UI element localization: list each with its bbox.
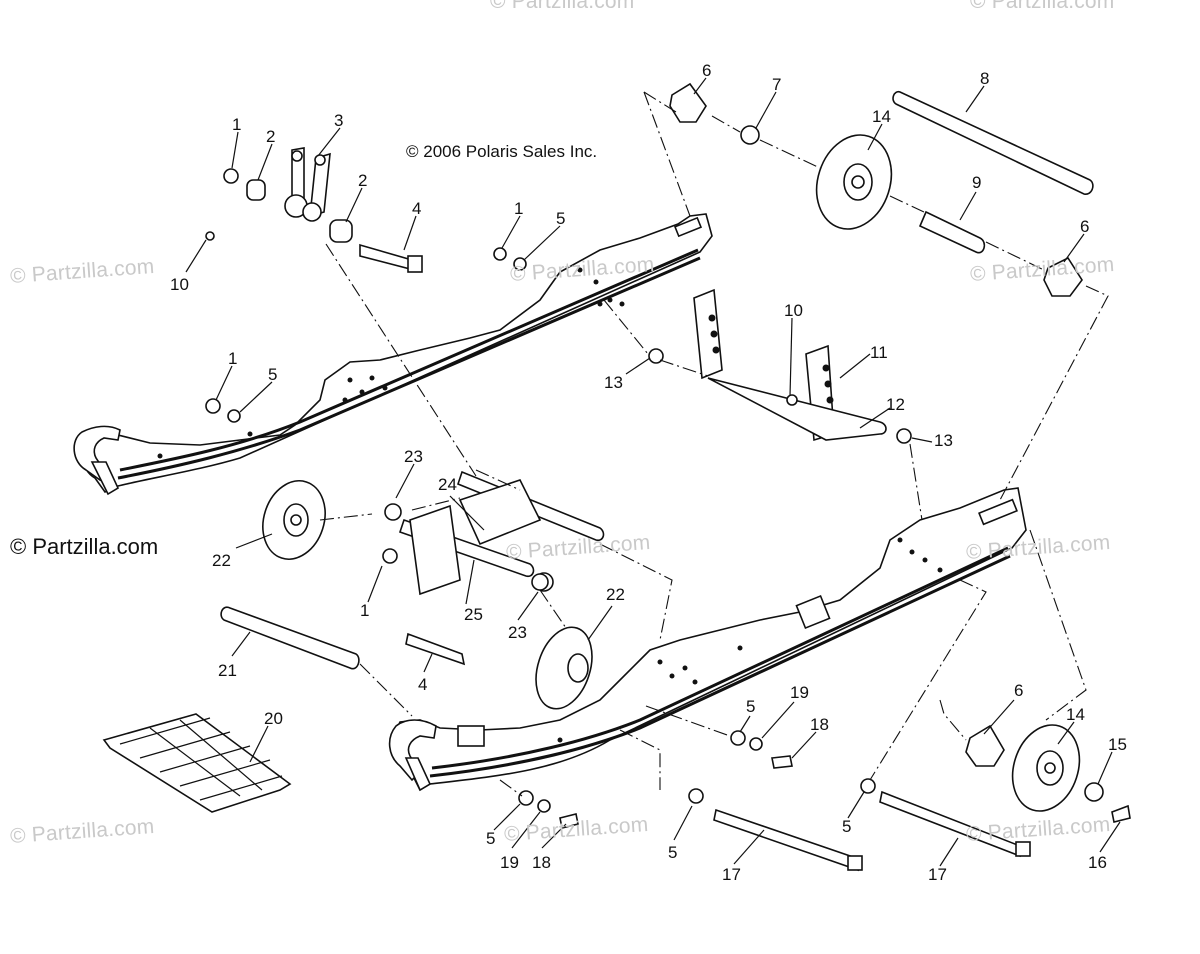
- callout-4: 4: [412, 199, 421, 218]
- shock-mount-axle: [648, 288, 912, 444]
- watermark-text: © Partzilla.com: [970, 0, 1115, 13]
- callout-5: 5: [668, 843, 677, 862]
- rear-axle-group: [669, 82, 1094, 297]
- left-slide-rail: [73, 213, 713, 496]
- copyright-notice: © 2006 Polaris Sales Inc.: [406, 142, 598, 161]
- callout-2: 2: [358, 171, 367, 190]
- callout-13: 13: [604, 373, 623, 392]
- callout-20: 20: [264, 709, 283, 728]
- site-label: © Partzilla.com: [10, 534, 159, 559]
- callout-7: 7: [772, 75, 781, 94]
- callout-18: 18: [810, 715, 829, 734]
- watermark-text: © Partzilla.com: [490, 0, 635, 13]
- callout-2: 2: [266, 127, 275, 146]
- callout-4: 4: [418, 675, 427, 694]
- bushings-nuts-top-left: [205, 168, 527, 423]
- callout-1: 1: [514, 199, 523, 218]
- callout-19: 19: [790, 683, 809, 702]
- callout-6: 6: [1080, 217, 1089, 236]
- callout-14: 14: [872, 107, 891, 126]
- callout-21: 21: [218, 661, 237, 680]
- callout-13: 13: [934, 431, 953, 450]
- callout-6: 6: [702, 61, 711, 80]
- right-slide-rail: [388, 487, 1027, 792]
- assembly-lines: [319, 91, 1109, 797]
- callout-1: 1: [228, 349, 237, 368]
- callout-23: 23: [508, 623, 527, 642]
- lower-hardware: [518, 573, 1131, 829]
- callout-5: 5: [556, 209, 565, 228]
- callout-5: 5: [746, 697, 755, 716]
- callout-19: 19: [500, 853, 519, 872]
- callout-1: 1: [232, 115, 241, 134]
- callout-9: 9: [972, 173, 981, 192]
- callout-3: 3: [334, 111, 343, 130]
- callout-1: 1: [360, 601, 369, 620]
- idler-wheels: [262, 480, 1081, 812]
- callout-17: 17: [928, 865, 947, 884]
- front-arm-assembly: [382, 470, 605, 666]
- skid-plate: [102, 713, 292, 813]
- callout-5: 5: [268, 365, 277, 384]
- callout-5: 5: [486, 829, 495, 848]
- callout-8: 8: [980, 69, 989, 88]
- shafts: [220, 606, 1031, 872]
- callout-22: 22: [212, 551, 231, 570]
- callout-12: 12: [886, 395, 905, 414]
- callout-5: 5: [842, 817, 851, 836]
- callout-6: 6: [1014, 681, 1023, 700]
- callout-18: 18: [532, 853, 551, 872]
- callout-16: 16: [1088, 853, 1107, 872]
- callout-23: 23: [404, 447, 423, 466]
- callout-22: 22: [606, 585, 625, 604]
- callout-10: 10: [170, 275, 189, 294]
- callout-numbers: 1 2 3 2 4 10 1 5 6 7 14 8 9 6 10 11 12 1…: [170, 61, 1127, 884]
- callout-10: 10: [784, 301, 803, 320]
- callout-11: 11: [870, 343, 888, 362]
- callout-15: 15: [1108, 735, 1127, 754]
- callout-24: 24: [438, 475, 457, 494]
- callout-25: 25: [464, 605, 483, 624]
- scissor-link-assembly: [284, 147, 331, 222]
- callout-17: 17: [722, 865, 741, 884]
- callout-leaders: [185, 77, 1121, 867]
- callout-14: 14: [1066, 705, 1085, 724]
